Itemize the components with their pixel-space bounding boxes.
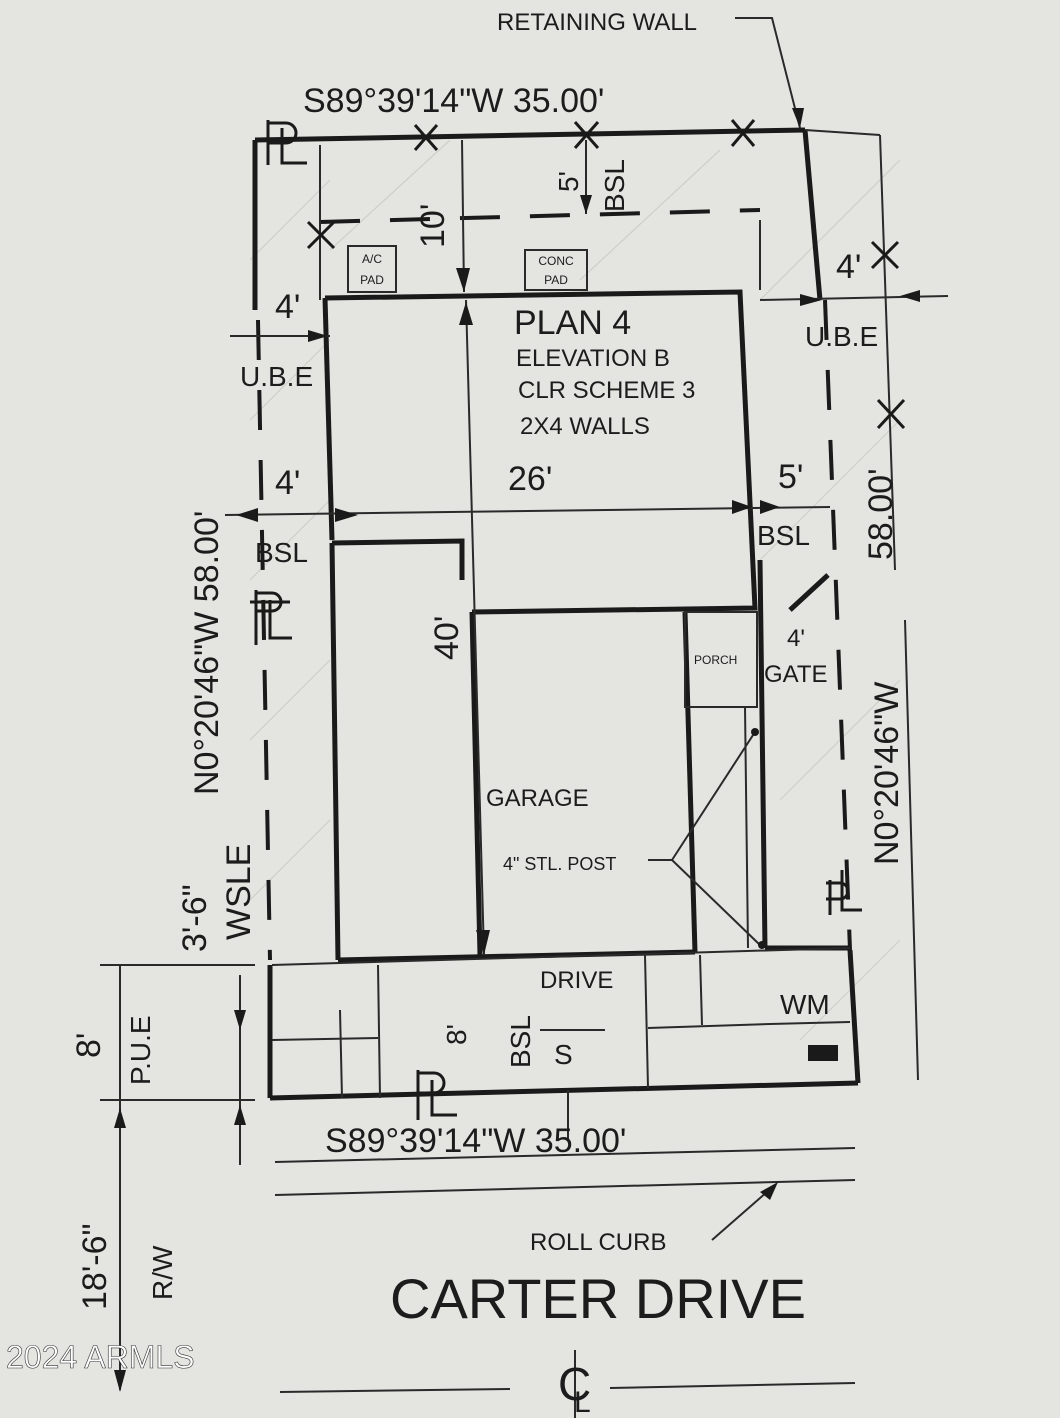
property-lines (252, 127, 919, 1101)
s-mark-label: S (554, 1039, 573, 1070)
porch-label: PORCH (694, 653, 737, 667)
street-name: CARTER DRIVE (390, 1267, 806, 1330)
dimension-lines (100, 139, 949, 1392)
centerline-symbol: C L (558, 1350, 591, 1418)
dim-5-right-label: 5' (778, 458, 803, 496)
driveway (271, 947, 851, 1099)
centerline-l: L (574, 1386, 591, 1418)
property-line-symbols (250, 120, 862, 1120)
bottom-bearing-label: S89°39'14"W 35.00' (325, 1122, 626, 1160)
top-bearing-label: S89°39'14"W 35.00' (303, 82, 604, 120)
dim-26-label: 26' (508, 460, 552, 498)
dim-5-top-label: 5' (553, 171, 584, 192)
steel-post-label: 4" STL. POST (503, 854, 616, 874)
bsl-right-label: BSL (757, 520, 810, 551)
conc-pad-label-1: CONC (538, 254, 574, 268)
dim-4-left-mid-label: 4' (275, 464, 300, 502)
left-bearing-label: N0°20'46"W 58.00' (188, 511, 226, 795)
ube-left-label: U.B.E (240, 361, 313, 392)
color-scheme-label: CLR SCHEME 3 (518, 377, 695, 404)
house-footprint (322, 289, 850, 963)
x-marks (306, 119, 906, 430)
rw-label: R/W (147, 1245, 178, 1300)
pads: A/C PAD CONC PAD (347, 245, 588, 293)
drive-label: DRIVE (540, 967, 613, 994)
watermark: 2024 ARMLS (6, 1339, 195, 1375)
conc-pad-label-2: PAD (544, 273, 568, 287)
ac-pad-label-2: PAD (360, 273, 384, 287)
bsl-top-label: BSL (599, 159, 630, 212)
dim-8-left-label: 8' (70, 1033, 108, 1058)
dim-10-label: 10' (414, 204, 452, 248)
garage-label: GARAGE (486, 785, 589, 812)
bsl-left-label: BSL (255, 537, 308, 568)
roll-curb-label: ROLL CURB (530, 1229, 666, 1256)
ube-right-label: U.B.E (805, 321, 878, 352)
plan-label: PLAN 4 (514, 304, 631, 342)
dim-4-left-top-label: 4' (275, 288, 300, 326)
retaining-wall-label: RETAINING WALL (497, 9, 697, 36)
leader-lines (648, 17, 830, 1241)
dim-3-6-label: 3'-6" (176, 884, 214, 952)
dim-40-label: 40' (428, 616, 466, 660)
wsle-label: WSLE (220, 844, 258, 940)
gate-label: GATE (764, 661, 828, 688)
pue-label: P.U.E (125, 1015, 156, 1085)
bsl-bottom-label: BSL (505, 1015, 536, 1068)
dim-4-right-top-label: 4' (836, 248, 861, 286)
walls-label: 2X4 WALLS (520, 413, 650, 440)
right-distance-label: 58.00' (862, 468, 900, 560)
right-bearing-label: N0°20'46"W (868, 682, 906, 865)
wm-label: WM (780, 989, 830, 1020)
centerline-c: C (558, 1358, 591, 1410)
dim-8-mid-label: 8' (441, 1024, 472, 1045)
dim-18-6-label: 18'-6" (76, 1223, 114, 1310)
elevation-label: ELEVATION B (516, 345, 670, 372)
gate-dim-label: 4' (787, 625, 805, 652)
street-lines (274, 1147, 856, 1393)
ac-pad-label-1: A/C (362, 252, 382, 266)
